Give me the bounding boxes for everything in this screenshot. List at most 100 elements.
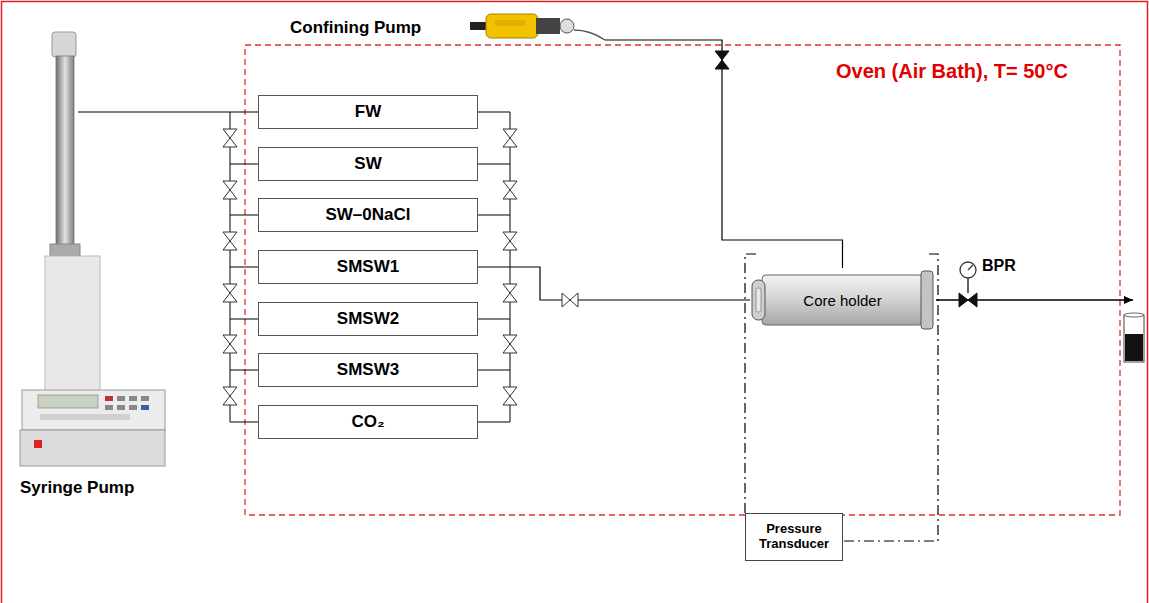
syringe-pump-picture-part xyxy=(117,396,125,401)
syringe-pump-picture-part xyxy=(45,256,100,391)
syringe-pump-picture-part xyxy=(105,396,113,401)
syringe-pump: Syringe Pump xyxy=(16,28,172,502)
confining-pump-picture-part xyxy=(486,14,538,38)
manifold-valves-part xyxy=(503,387,517,405)
beaker-part xyxy=(1124,315,1144,362)
confining-pump-picture-part xyxy=(495,20,525,26)
syringe-pump-picture-part xyxy=(34,440,42,448)
node-label: Syringe Pump xyxy=(20,478,134,498)
manifold-lines-part xyxy=(478,215,510,216)
confining-pump-picture-part xyxy=(470,22,488,30)
node-label: SMSW2 xyxy=(337,309,399,329)
manifold-lines-part xyxy=(230,164,258,165)
manifold-lines-part xyxy=(478,164,510,165)
manifold-valves-part xyxy=(223,284,237,302)
syringe-pump-picture-part xyxy=(40,414,130,420)
syringe-pump-picture-part xyxy=(105,405,113,410)
fluid-vessel: SMSW3 xyxy=(258,353,478,387)
manifold-valves-part xyxy=(503,284,517,302)
syringe-pump-picture xyxy=(20,32,165,466)
syringe-pump-picture-part xyxy=(141,396,149,401)
confining-valve-part xyxy=(715,51,729,69)
manifold-valves-part xyxy=(223,335,237,353)
manifold-valves-part xyxy=(503,181,517,199)
manifold-valves-part xyxy=(223,232,237,250)
node-label: FW xyxy=(355,102,381,122)
syringe-pump-picture-part xyxy=(56,56,74,246)
core-holder-part xyxy=(762,275,923,325)
bpr-valve xyxy=(959,262,977,307)
node-label: Confining Pump xyxy=(290,18,421,38)
flow-line xyxy=(745,254,938,541)
transducer-box: Pressure Transducer xyxy=(745,513,843,561)
manifold-valves-part xyxy=(223,181,237,199)
manifold-lines xyxy=(230,112,510,422)
bpr-label: BPR xyxy=(982,257,1016,275)
confining-pump-picture-part xyxy=(536,18,560,34)
inlet-valve-part xyxy=(562,293,578,307)
node-label: Core holder xyxy=(803,292,881,309)
confining-pump: Confining Pump xyxy=(290,10,605,50)
oven-boundary xyxy=(245,45,1120,515)
confining-pump-picture-part xyxy=(574,30,605,40)
bpr-valve-part xyxy=(959,293,977,307)
fluid-vessel: CO₂ xyxy=(258,405,478,439)
manifold-lines-part xyxy=(230,215,258,216)
manifold-valves xyxy=(223,129,517,405)
bpr-valve-part xyxy=(967,278,968,293)
manifold-valves-part xyxy=(503,232,517,250)
node-label: SW–0NaCl xyxy=(325,205,410,225)
syringe-pump-picture-part xyxy=(22,390,165,430)
fluid-vessel: FW xyxy=(258,95,478,129)
beaker-part xyxy=(1124,313,1144,317)
syringe-pump-picture-part xyxy=(141,405,149,410)
syringe-pump-picture-part xyxy=(52,32,76,57)
manifold-lines-part xyxy=(230,422,258,423)
beaker xyxy=(1124,313,1144,362)
flow-line xyxy=(478,267,750,300)
oven-boundary-part xyxy=(245,45,1120,515)
manifold-lines-part xyxy=(230,319,258,320)
fluid-vessel: SW xyxy=(258,147,478,181)
syringe-pump-picture-part xyxy=(129,396,137,401)
core-holder: Core holder xyxy=(750,268,935,332)
beaker-part xyxy=(1125,334,1143,361)
manifold-lines-part xyxy=(230,370,258,371)
manifold-lines-part xyxy=(478,319,510,320)
manifold-valves-part xyxy=(503,129,517,147)
confining-pump-picture xyxy=(470,14,605,40)
manifold-lines-part xyxy=(478,370,510,371)
manifold-lines-part xyxy=(478,112,510,113)
node-label: SMSW1 xyxy=(337,257,399,277)
fluid-vessel: SMSW1 xyxy=(258,250,478,284)
flow-line xyxy=(605,40,843,268)
syringe-pump-picture-part xyxy=(129,405,137,410)
core-holder-part xyxy=(921,271,933,329)
node-label: Pressure Transducer xyxy=(749,522,839,552)
fluid-vessel: SW–0NaCl xyxy=(258,198,478,232)
node-label: SMSW3 xyxy=(337,360,399,380)
manifold-valves-part xyxy=(223,129,237,147)
confining-valve xyxy=(715,51,729,69)
syringe-pump-picture-part xyxy=(38,395,98,408)
syringe-pump-picture-part xyxy=(117,405,125,410)
manifold-valves-part xyxy=(503,335,517,353)
node-label: CO₂ xyxy=(351,412,384,432)
manifold-valves-part xyxy=(223,387,237,405)
flow-line xyxy=(78,111,258,112)
node-label: SW xyxy=(354,154,381,174)
core-holder-part xyxy=(756,288,761,312)
bpr-valve-part xyxy=(968,265,973,270)
inlet-valve xyxy=(562,293,578,307)
syringe-pump-picture-part xyxy=(20,430,165,466)
fluid-vessel: SMSW2 xyxy=(258,302,478,336)
bpr-valve-part xyxy=(960,262,976,278)
syringe-pump-picture-part xyxy=(50,244,80,256)
oven-label: Oven (Air Bath), T= 50°C xyxy=(836,60,1068,83)
core-holder-part xyxy=(752,280,765,320)
manifold-lines-part xyxy=(478,422,510,423)
